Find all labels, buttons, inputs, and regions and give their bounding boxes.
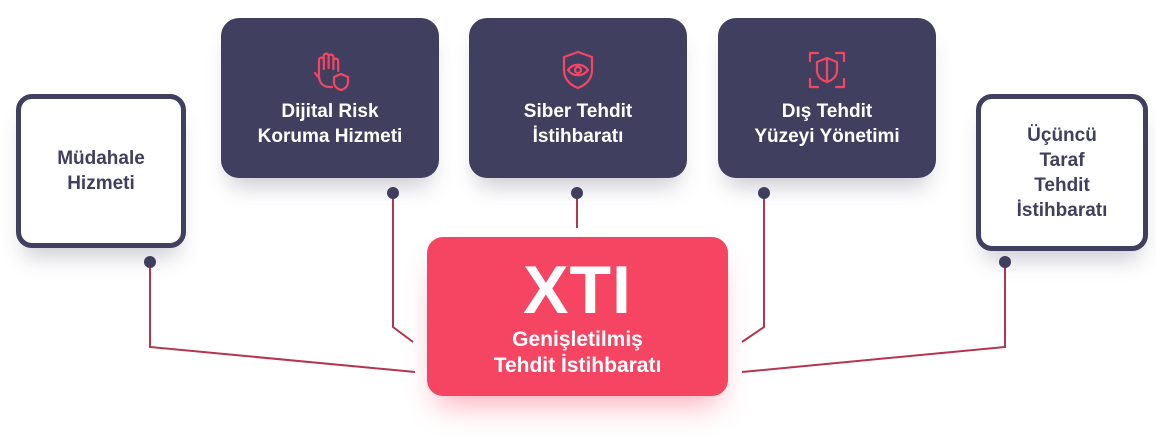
connector-dot [144,256,156,268]
connector-dot [758,187,770,199]
scan-shield-icon [804,47,850,93]
service-card-siber-tehdit: Siber Tehdit İstihbaratı [469,18,687,178]
service-label: Dijital Risk Koruma Hizmeti [257,101,403,147]
hand-shield-icon [307,47,353,93]
service-label: Üçüncü Taraf Tehdit İstihbaratı [1016,124,1108,221]
connector-dot [387,187,399,199]
service-card-dis-tehdit: Dış Tehdit Yüzeyi Yönetimi [718,18,936,178]
connector-mudahale [149,262,416,373]
service-label: Müdahale Hizmeti [57,148,145,194]
service-card-mudahale: Müdahale Hizmeti [16,94,186,248]
connector-dot [999,256,1011,268]
connector-dot [571,187,583,199]
xti-subtitle: Genişletilmiş Tehdit İstihbaratı [493,327,662,377]
service-label: Dış Tehdit Yüzeyi Yönetimi [754,101,900,147]
service-label: Siber Tehdit İstihbaratı [523,101,633,147]
service-card-ucuncu-taraf: Üçüncü Taraf Tehdit İstihbaratı [976,94,1148,251]
xti-title: XTI [523,251,632,328]
shield-eye-icon [555,47,601,93]
connector-dis-tehdit [741,193,765,343]
service-card-dijital-risk: Dijital Risk Koruma Hizmeti [221,18,439,178]
connector-ucuncu-taraf [741,262,1006,373]
xti-center-card: XTI Genişletilmiş Tehdit İstihbaratı [427,237,728,396]
connector-dijital-risk [392,193,414,343]
